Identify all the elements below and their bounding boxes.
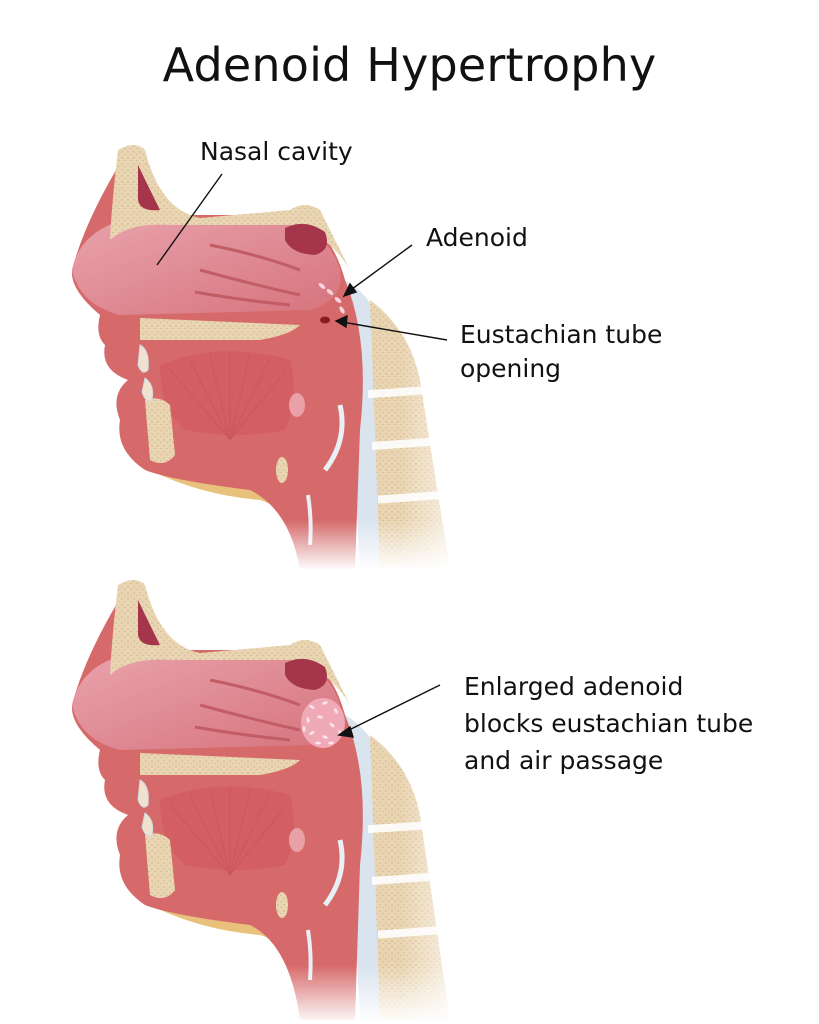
label-enlarged-adenoid: Enlarged adenoid blocks eustachian tube … [464,668,753,779]
head-cross-section-normal [71,140,500,570]
label-line-1: Eustachian tube [460,320,663,349]
label-line-3: and air passage [464,746,664,775]
leader-lines [337,684,441,738]
label-line-2: blocks eustachian tube [464,709,754,738]
label-eustachian-tube-opening: Eustachian tube opening [460,318,662,386]
enlarged-adenoid-illustration [0,575,819,1024]
leader-lines [156,173,448,341]
label-adenoid: Adenoid [426,223,528,252]
head-cross-section-enlarged [71,575,500,1024]
label-line-1: Enlarged adenoid [464,672,684,701]
label-nasal-cavity: Nasal cavity [200,137,353,166]
enlarged-adenoid-mass [301,698,345,748]
diagram-title: Adenoid Hypertrophy [162,38,657,92]
label-line-2: opening [460,354,562,383]
normal-anatomy-illustration [0,140,819,570]
